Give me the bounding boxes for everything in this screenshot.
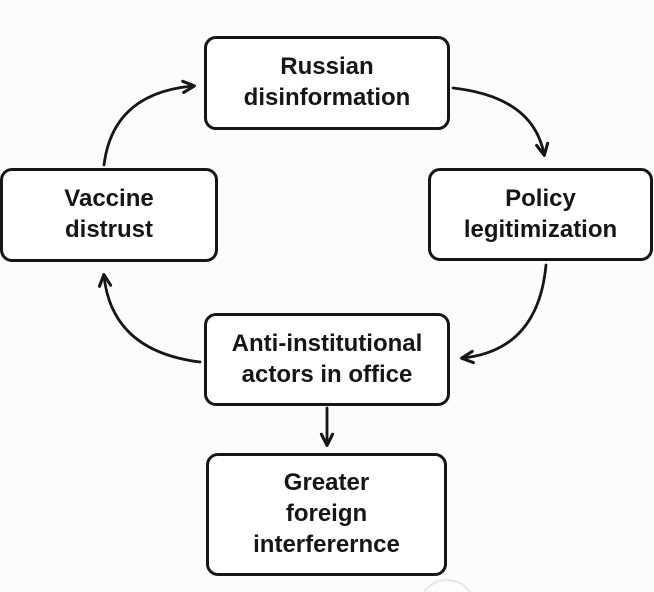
node-vaccine-distrust: Vaccine distrust [0,168,218,262]
node-policy-legitimization: Policy legitimization [428,168,653,261]
edge-policy-to-anti [460,263,548,365]
node-policy-legitimization-label: Policy legitimization [463,184,618,243]
node-vaccine-distrust-label: Vaccine distrust [64,185,154,243]
node-anti-institutional-actors: Anti-institutional actors in office [204,313,450,406]
node-russian-disinformation: Russian disinformation [204,36,450,130]
node-russian-disinformation-label: Russian disinformation [243,53,411,111]
partial-circle-decoration [418,579,476,592]
edge-vaccine-to-russian [102,79,196,167]
node-anti-institutional-actors-label: Anti-institutional actors in office [231,329,423,388]
node-greater-foreign-interference: Greater foreign interferernce [206,453,447,576]
edge-russian-to-policy [451,86,550,157]
node-greater-foreign-interference-label: Greater foreign interferernce [253,469,400,558]
edge-anti-to-vaccine [97,273,202,364]
